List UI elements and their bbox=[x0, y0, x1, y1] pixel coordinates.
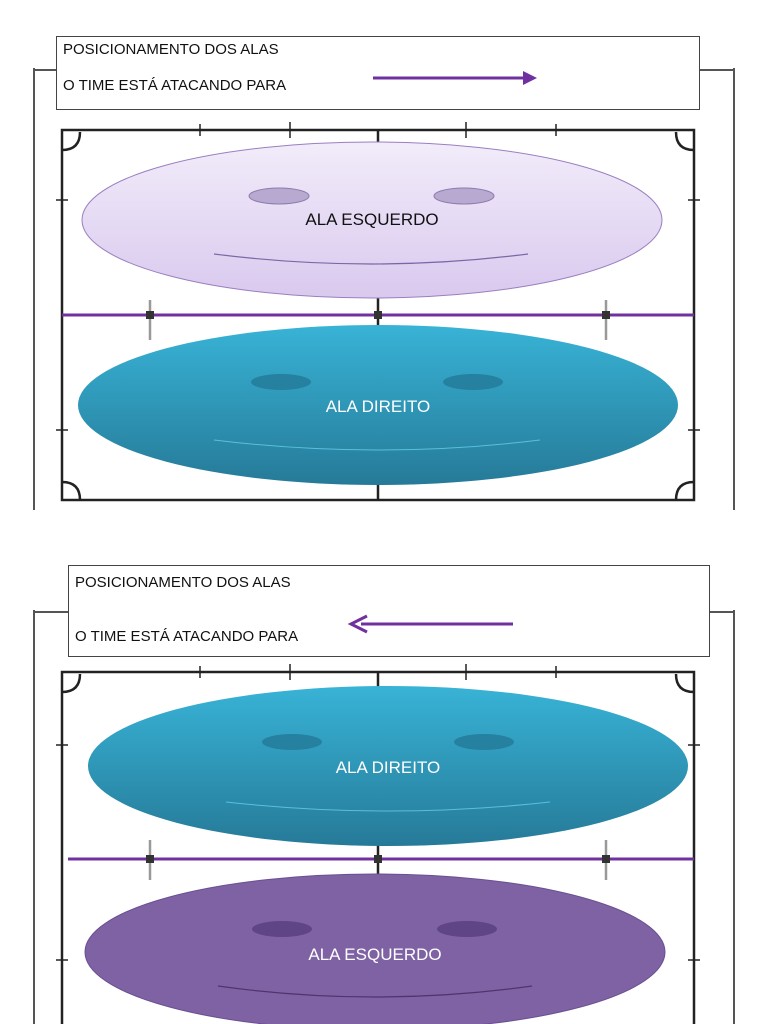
info-box: POSICIONAMENTO DOS ALAS O TIME ESTÁ ATAC… bbox=[56, 36, 700, 110]
court-diagram bbox=[33, 68, 735, 510]
player-label-bottom: ALA DIREITO bbox=[325, 397, 431, 416]
player-zone-top bbox=[88, 686, 688, 846]
info-box: POSICIONAMENTO DOS ALAS O TIME ESTÁ ATAC… bbox=[68, 565, 710, 657]
arrow-right-icon bbox=[373, 71, 537, 85]
outer-frame bbox=[33, 610, 735, 1024]
player-zone-top bbox=[81, 141, 663, 299]
attack-direction-text: O TIME ESTÁ ATACANDO PARA bbox=[63, 77, 287, 94]
midline bbox=[62, 311, 694, 319]
diagram-panel-2: POSICIONAMENTO DOS ALAS O TIME ESTÁ ATAC… bbox=[0, 540, 768, 1024]
player-zone-bottom bbox=[84, 873, 666, 1024]
outer-frame bbox=[33, 68, 735, 510]
player-label-bottom: ALA ESQUERDO bbox=[308, 945, 442, 964]
midline bbox=[68, 855, 694, 863]
arrow-left-icon bbox=[347, 614, 513, 634]
attack-direction-text: O TIME ESTÁ ATACANDO PARA bbox=[75, 628, 299, 645]
court-diagram bbox=[33, 610, 735, 1024]
player-label-top: ALA ESQUERDO bbox=[305, 210, 439, 229]
diagram-title: POSICIONAMENTO DOS ALAS bbox=[75, 574, 291, 591]
diagram-panel-1: POSICIONAMENTO DOS ALAS O TIME ESTÁ ATAC… bbox=[33, 36, 735, 510]
player-zone-bottom bbox=[78, 325, 678, 485]
player-label-top: ALA DIREITO bbox=[335, 758, 441, 777]
diagram-title: POSICIONAMENTO DOS ALAS bbox=[63, 41, 279, 58]
